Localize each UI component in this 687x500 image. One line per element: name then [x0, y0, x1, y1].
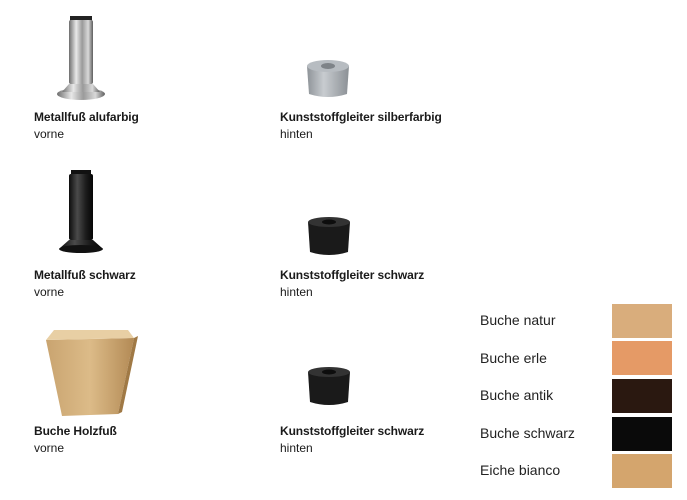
- finish-label: Buche natur: [480, 312, 556, 328]
- finish-swatch: [612, 454, 672, 488]
- product-title: Buche Holzfuß: [34, 424, 117, 438]
- product-position: vorne: [34, 127, 65, 141]
- product-position: hinten: [280, 127, 313, 141]
- product-title: Metallfuß alufarbig: [34, 110, 139, 124]
- black-metal-foot-icon: [59, 170, 103, 253]
- black-plastic-glider-icon: [308, 367, 350, 405]
- product-position: hinten: [280, 441, 313, 455]
- finish-swatch: [612, 417, 672, 451]
- finish-swatch: [612, 379, 672, 413]
- product-title: Kunststoffgleiter schwarz: [280, 268, 425, 282]
- product-position: vorne: [34, 285, 65, 299]
- beech-wood-foot-icon: [46, 330, 138, 416]
- product-title: Metallfuß schwarz: [34, 268, 136, 282]
- finish-label: Buche erle: [480, 350, 547, 366]
- finish-label: Buche schwarz: [480, 425, 575, 441]
- silver-plastic-glider-icon: [307, 60, 349, 97]
- product-title: Kunststoffgleiter silberfarbig: [280, 110, 442, 124]
- finish-swatch: [612, 341, 672, 375]
- product-position: hinten: [280, 285, 313, 299]
- finish-label: Eiche bianco: [480, 462, 561, 478]
- product-title: Kunststoffgleiter schwarz: [280, 424, 425, 438]
- black-plastic-glider-icon: [308, 217, 350, 255]
- finish-swatch: [612, 304, 672, 338]
- product-position: vorne: [34, 441, 65, 455]
- chrome-metal-foot-icon: [57, 16, 105, 100]
- finish-label: Buche antik: [480, 387, 554, 403]
